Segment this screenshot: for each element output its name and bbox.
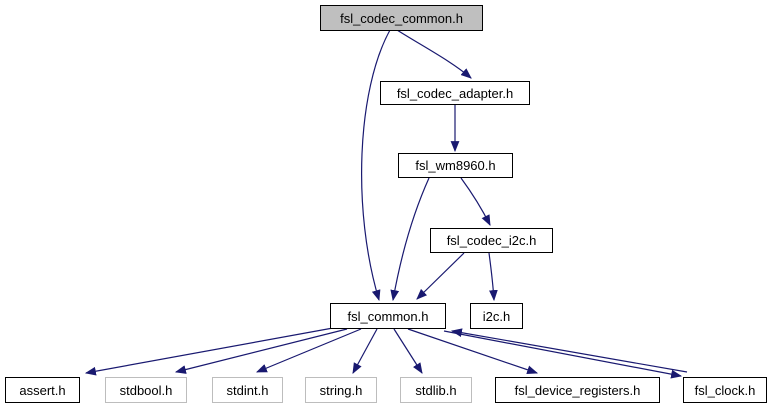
- node-fsl-common[interactable]: fsl_common.h: [330, 303, 446, 329]
- node-stdint: stdint.h: [212, 377, 283, 403]
- edge-fsl_codec_i2c-to-i2c: [488, 252, 498, 302]
- edge-fsl_common-to-fsl_device_registers: [407, 328, 539, 374]
- edge-fsl_wm8960-to-fsl_codec_i2c: [460, 177, 491, 226]
- edge-fsl_wm8960-to-fsl_common: [390, 177, 430, 302]
- node-fsl-device-registers[interactable]: fsl_device_registers.h: [495, 377, 660, 403]
- edge-fsl_clock-to-fsl_common: [450, 328, 688, 373]
- edge-fsl_codec_common-to-fsl_common: [361, 29, 391, 302]
- edge-fsl_common-to-stdint: [255, 328, 362, 373]
- node-i2c[interactable]: i2c.h: [470, 303, 523, 329]
- edge-fsl_common-to-stdlib: [393, 328, 423, 374]
- edge-fsl_common-to-stdbool: [174, 328, 348, 374]
- node-assert[interactable]: assert.h: [5, 377, 80, 403]
- node-fsl-codec-adapter[interactable]: fsl_codec_adapter.h: [380, 81, 530, 105]
- node-stdlib: stdlib.h: [400, 377, 472, 403]
- edge-fsl_codec_i2c-to-fsl_common: [416, 252, 465, 300]
- node-fsl-codec-common: fsl_codec_common.h: [320, 5, 483, 31]
- node-stdbool: stdbool.h: [105, 377, 187, 403]
- edge-fsl_codec_common-to-fsl_codec_adapter: [396, 29, 472, 79]
- edge-fsl_common-to-string: [352, 328, 378, 374]
- node-string: string.h: [305, 377, 377, 403]
- node-fsl-wm8960[interactable]: fsl_wm8960.h: [398, 153, 513, 178]
- edge-fsl_common-to-assert: [84, 327, 334, 376]
- node-fsl-codec-i2c[interactable]: fsl_codec_i2c.h: [430, 228, 553, 253]
- node-fsl-clock[interactable]: fsl_clock.h: [683, 377, 767, 403]
- edge-fsl_common-to-fsl_clock: [443, 330, 683, 379]
